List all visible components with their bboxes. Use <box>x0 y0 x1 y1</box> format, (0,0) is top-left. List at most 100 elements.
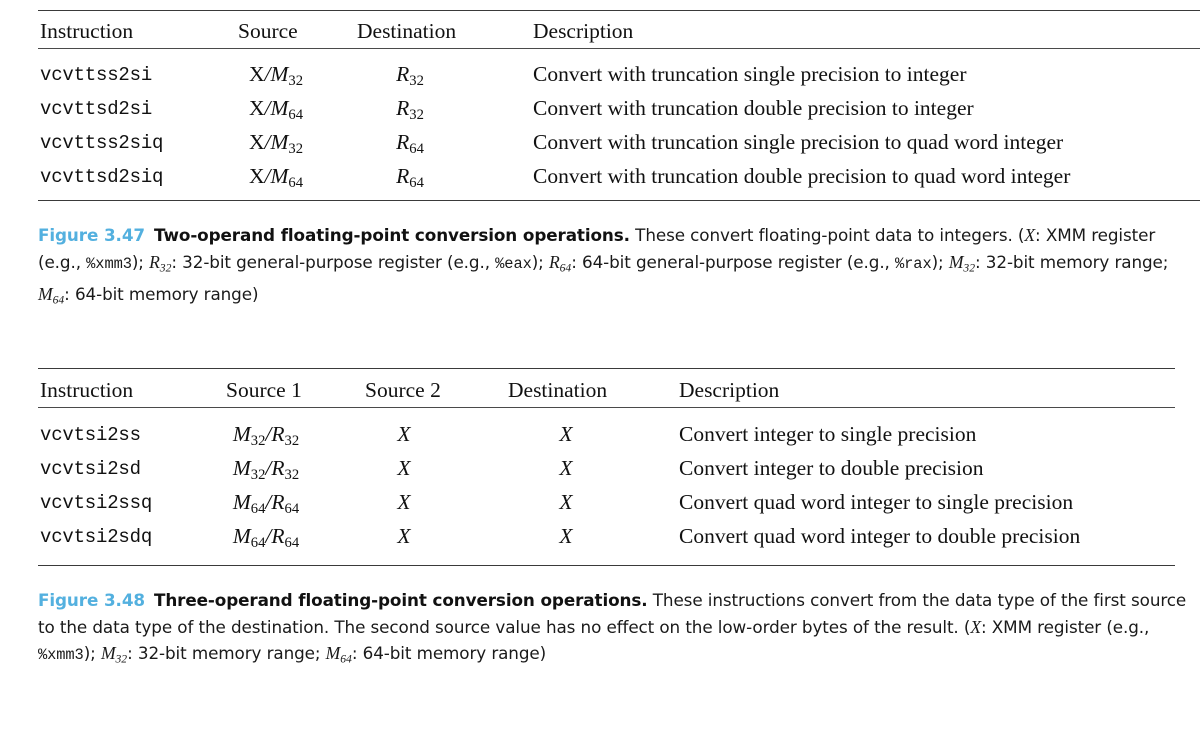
caption-text-5: ); <box>531 251 549 272</box>
cell-destination: R32 <box>396 96 424 124</box>
source-text: X <box>248 164 265 188</box>
var-m32-base: M <box>948 251 964 272</box>
var-r64-base: R <box>548 251 560 272</box>
var-x: X <box>970 616 981 637</box>
cell-description: Convert with truncation single precision… <box>533 130 1064 154</box>
column-header-description: Description <box>533 19 634 43</box>
caption-text-4: : 32-bit general-purpose register (e.g., <box>171 251 496 272</box>
var-m32-sub: 32 <box>115 652 128 666</box>
cell-description: Convert quad word integer to double prec… <box>679 524 1081 548</box>
source1-sub-2: 32 <box>284 467 300 484</box>
source-text: X <box>248 96 265 120</box>
figure-number: Figure 3.47 <box>38 225 145 245</box>
caption-text-4: : 32-bit memory range; <box>127 643 326 663</box>
source1-sub-2: 64 <box>284 535 300 552</box>
table-bottom-rule <box>38 565 1175 566</box>
source-subscript: 32 <box>288 141 304 158</box>
var-m64: M64 <box>325 643 352 666</box>
var-r64: R64 <box>548 251 572 274</box>
cell-instruction: vcvtsi2sd <box>40 458 141 480</box>
caption-text-3: ); <box>83 643 101 663</box>
cell-destination: R32 <box>396 62 424 90</box>
caption-text-2: : XMM register (e.g., <box>981 616 1150 637</box>
figure-3-47-block: Instruction Source Destination Descripti… <box>0 0 1200 320</box>
source1-sub-1: 64 <box>250 535 266 552</box>
figure-title: Two-operand floating-point conversion op… <box>153 225 630 245</box>
source-subscript: 32 <box>288 73 304 90</box>
cell-description: Convert quad word integer to single prec… <box>679 490 1074 514</box>
column-header-source: Source <box>238 19 298 43</box>
cell-destination: X <box>559 422 573 446</box>
var-r32-sub: 32 <box>159 260 172 274</box>
table-top-rule <box>38 368 1175 369</box>
caption-text-1: These instructions convert from the data… <box>38 590 1187 637</box>
cell-source-2: X <box>397 456 411 480</box>
cell-source: X/M64 <box>248 164 304 192</box>
caption-text-8: : 32-bit memory range; <box>975 251 1169 272</box>
cell-description: Convert with truncation double precision… <box>533 96 974 120</box>
var-m32: M32 <box>101 643 128 666</box>
cell-source-1: M64/R64 <box>232 490 300 518</box>
table-bottom-rule <box>38 200 1200 201</box>
cell-instruction: vcvttsd2siq <box>40 166 164 188</box>
column-header-instruction: Instruction <box>40 378 134 402</box>
cell-instruction: vcvtsi2ss <box>40 424 141 446</box>
destination-subscript: 64 <box>409 141 424 158</box>
source-text: X <box>248 130 265 154</box>
cell-source: X/M32 <box>248 62 304 90</box>
cell-source: X/M64 <box>248 96 304 124</box>
var-x: X <box>1024 225 1036 245</box>
var-m64-base: M <box>38 284 53 305</box>
var-r32: R32 <box>149 251 172 274</box>
register-xmm3: %xmm3 <box>86 254 132 273</box>
register-xmm3: %xmm3 <box>38 646 84 664</box>
figure-3-48-block: Instruction Source 1 Source 2 Destinatio… <box>0 360 1200 720</box>
register-eax: %eax <box>495 254 532 273</box>
source1-sub-1: 64 <box>250 501 266 518</box>
caption-text-3: ); <box>131 251 150 272</box>
cell-destination: R64 <box>396 164 424 192</box>
cell-instruction: vcvtsi2sdq <box>40 526 153 548</box>
cell-instruction: vcvtsi2ssq <box>40 492 153 514</box>
caption-text-5: : 64-bit memory range) <box>351 643 547 663</box>
cell-source-2: X <box>397 422 411 446</box>
destination-subscript: 32 <box>409 73 424 90</box>
cell-instruction: vcvttss2siq <box>40 132 164 154</box>
source-subscript: 64 <box>288 175 304 192</box>
cell-destination: R64 <box>396 130 424 158</box>
source1-sub-1: 32 <box>250 467 266 484</box>
table-figure-3-48: Instruction Source 1 Source 2 Destinatio… <box>0 360 1200 570</box>
column-header-source-1: Source 1 <box>226 378 302 402</box>
var-m64: M64 <box>38 284 64 306</box>
cell-source: X/M32 <box>248 130 304 158</box>
cell-destination: X <box>559 456 573 480</box>
var-r32-base: R <box>149 251 160 272</box>
cell-source-2: X <box>397 490 411 514</box>
table-header-rule <box>38 407 1175 408</box>
destination-subscript: 32 <box>409 107 424 124</box>
table-header-rule <box>38 48 1200 49</box>
cell-source-1: M32/R32 <box>232 422 300 450</box>
column-header-destination: Destination <box>508 378 608 402</box>
cell-description: Convert with truncation single precision… <box>533 62 967 86</box>
cell-description: Convert integer to double precision <box>679 456 984 480</box>
source1-sub-2: 32 <box>284 433 300 450</box>
source1-sub-2: 64 <box>284 501 300 518</box>
register-rax: %rax <box>895 254 932 273</box>
source1-sub-1: 32 <box>250 433 266 450</box>
caption-text-2: : XMM register (e.g., <box>38 225 1156 272</box>
var-m64-sub: 64 <box>340 652 352 666</box>
var-m32-sub: 32 <box>963 260 975 274</box>
caption-text-6: : 64-bit general-purpose register (e.g., <box>571 251 896 272</box>
caption-figure-3-47: Figure 3.47 Two-operand floating-point co… <box>38 222 1188 314</box>
var-m32: M32 <box>948 251 975 274</box>
var-r64-sub: 64 <box>559 260 572 274</box>
figure-number: Figure 3.48 <box>38 590 145 610</box>
column-header-source-2: Source 2 <box>365 378 441 402</box>
var-m64-base: M <box>325 643 341 663</box>
column-header-instruction: Instruction <box>40 19 134 43</box>
cell-description: Convert integer to single precision <box>679 422 977 446</box>
destination-subscript: 64 <box>409 175 424 192</box>
cell-instruction: vcvttss2si <box>40 64 153 86</box>
